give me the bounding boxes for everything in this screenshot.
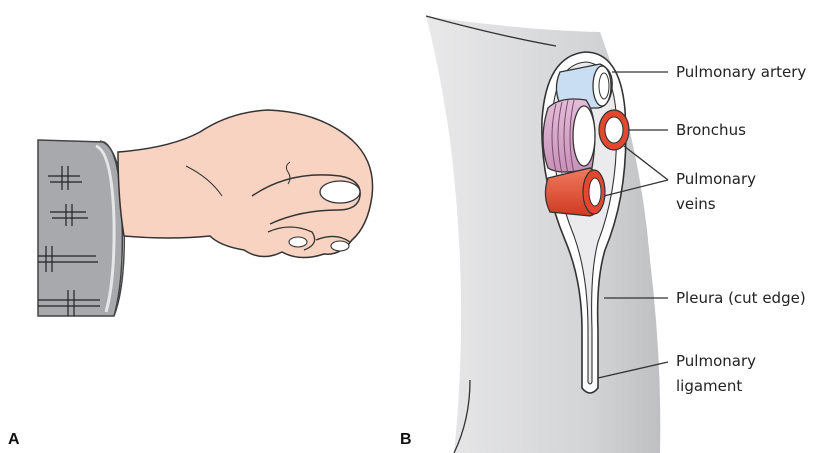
pulmonary-vein-upper bbox=[599, 110, 629, 150]
bronchus bbox=[543, 99, 595, 174]
label-pleura: Pleura (cut edge) bbox=[676, 289, 806, 307]
label-pulmonary-veins-line2: veins bbox=[676, 195, 716, 213]
panel-a-illustration bbox=[38, 110, 373, 316]
lung-surface bbox=[426, 16, 660, 453]
label-pulmonary-veins-line1: Pulmonary bbox=[676, 170, 756, 188]
label-pulmonary-ligament-line2: ligament bbox=[676, 377, 742, 395]
label-bronchus: Bronchus bbox=[676, 121, 746, 139]
label-pulmonary-artery: Pulmonary artery bbox=[676, 63, 806, 81]
label-pulmonary-ligament-line1: Pulmonary bbox=[676, 352, 756, 370]
panel-b-illustration bbox=[426, 16, 660, 453]
panel-label-b: B bbox=[400, 431, 412, 448]
panel-label-a: A bbox=[8, 431, 20, 448]
thumbnail bbox=[320, 181, 360, 203]
